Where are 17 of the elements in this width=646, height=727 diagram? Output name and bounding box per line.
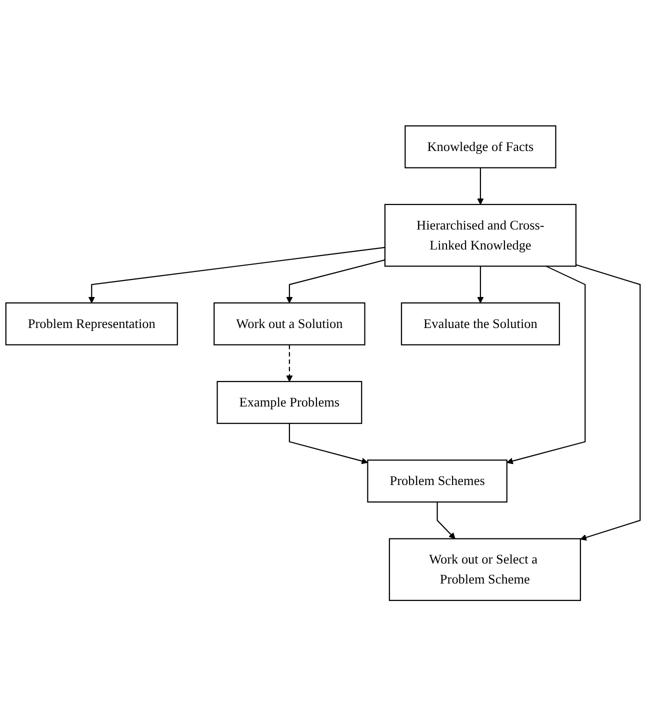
arrow: [506, 266, 586, 465]
arrow: [436, 502, 456, 540]
node-box: Problem Representation: [5, 302, 178, 346]
arrow: [477, 168, 484, 206]
node-box: Work out a Solution: [214, 302, 366, 346]
node-box: Problem Schemes: [367, 460, 508, 503]
node-box: Evaluate the Solution: [400, 302, 560, 346]
arrow: [288, 424, 368, 465]
arrow: [576, 264, 641, 541]
node-box: Knowledge of Facts: [404, 126, 556, 169]
arrow: [286, 260, 386, 304]
node-box: Work out or Select a Problem Scheme: [388, 538, 581, 602]
node-box: Hierarchised and Cross-Linked Knowledge: [384, 204, 576, 268]
arrow: [286, 345, 293, 382]
arrow: [88, 247, 386, 304]
arrow: [477, 266, 484, 304]
node-box: Example Problems: [216, 381, 362, 424]
